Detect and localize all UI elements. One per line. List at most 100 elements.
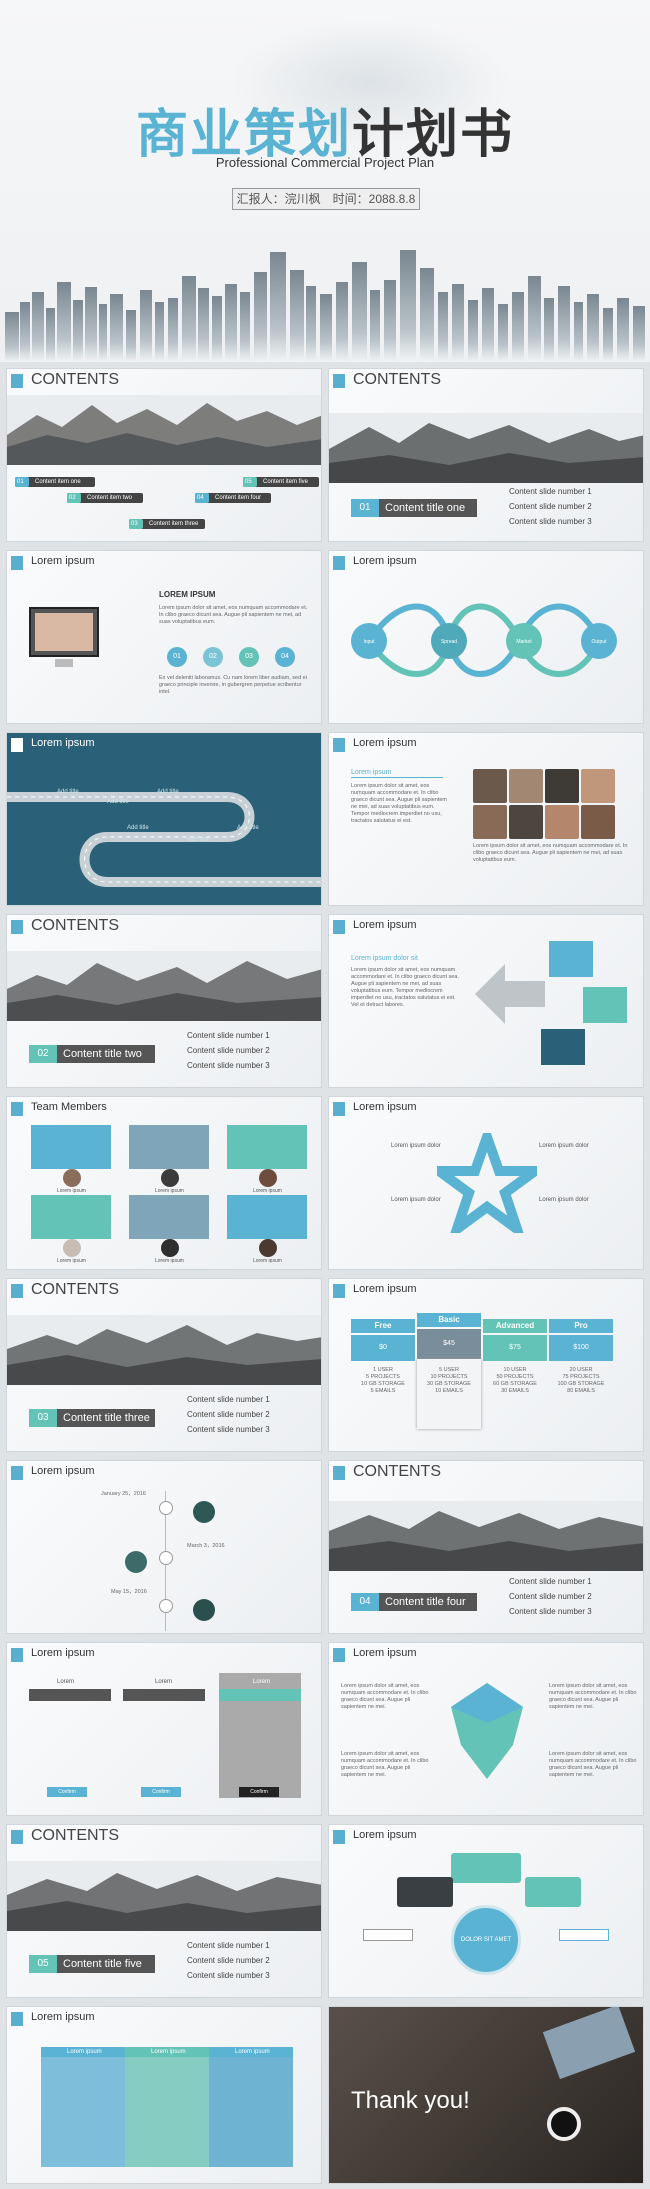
section-number: 02: [29, 1045, 57, 1063]
timeline-date: January 25，2016: [101, 1491, 146, 1497]
title-part-b: 计划书: [352, 105, 515, 165]
slide-photo-grid: Lorem ipsum Lorem ipsum Lorem ipsum dolo…: [328, 732, 644, 906]
arrow-graphic: [475, 964, 545, 1024]
section-title: Content title five: [63, 1958, 142, 1970]
slide-geometric: Lorem ipsum Lorem ipsum dolor sit amet, …: [328, 1642, 644, 1816]
confirm-button[interactable]: Confirm: [239, 1787, 279, 1797]
slide-contents-5: CONTENTS 05 Content title five Content sl…: [6, 1824, 322, 1998]
contents-heading: CONTENTS: [31, 1281, 119, 1298]
mountain-banner: [7, 1315, 321, 1385]
section-number: 04: [351, 1593, 379, 1611]
member-name: Lorem ipsum: [253, 1258, 282, 1264]
slide-heading: Lorem ipsum: [353, 737, 417, 749]
slide-bubble-diagram: Lorem ipsum DOLOR SIT AMET: [328, 1824, 644, 1998]
plan-feature: 5 PROJECTS: [366, 1374, 400, 1380]
section-number: 03: [29, 1409, 57, 1427]
item-label-2: Content item two: [87, 495, 133, 501]
item-num-1: 01: [17, 479, 24, 485]
list-item: Content slide number 2: [187, 1956, 270, 1965]
member-name: Lorem ipsum: [155, 1188, 184, 1194]
timeline-image: [193, 1501, 215, 1523]
slide-subheading: LOREM IPSUM: [159, 590, 216, 599]
item-label-4: Content item four: [215, 495, 262, 501]
list-item: Content slide number 1: [509, 487, 592, 496]
list-item: Content slide number 2: [509, 502, 592, 511]
milestone-title: Add title: [57, 789, 79, 795]
section-number: 01: [351, 499, 379, 517]
confirm-button[interactable]: Confirm: [47, 1787, 87, 1797]
plan-feature: 10 GB STORAGE: [361, 1381, 405, 1387]
mountain-banner: [7, 951, 321, 1021]
plan-name: Pro: [549, 1319, 613, 1333]
slide-heading: Lorem ipsum: [353, 1101, 417, 1113]
cover-slide: 商业策划计划书 Professional Commercial Project …: [0, 0, 650, 362]
slide-subheading: Lorem ipsum: [351, 769, 392, 776]
card-title: Lorem: [155, 1679, 173, 1685]
slide-heading: Lorem ipsum: [31, 2011, 95, 2023]
member-name: Lorem ipsum: [253, 1188, 282, 1194]
confirm-button[interactable]: Confirm: [141, 1787, 181, 1797]
item-num-4: 04: [197, 495, 204, 501]
content-list: Content slide number 1 Content slide num…: [509, 487, 592, 526]
slide-star: Lorem ipsum Lorem ipsum dolor Lorem ipsu…: [328, 1096, 644, 1270]
cover-subtitle: Professional Commercial Project Plan: [215, 155, 435, 170]
content-list: Content slide number 1 Content slide num…: [187, 1941, 270, 1980]
milestone-title: Add title: [187, 837, 209, 843]
item-num-3: 03: [131, 521, 138, 527]
member-name: Lorem ipsum: [57, 1258, 86, 1264]
content-list: Content slide number 1 Content slide num…: [187, 1395, 270, 1434]
slide-heading: Lorem ipsum: [353, 1829, 417, 1841]
slide-heading: Lorem ipsum: [353, 555, 417, 567]
cover-title: 商业策划计划书: [0, 92, 650, 167]
section-title: Content title two: [63, 1048, 142, 1060]
item-label-3: Content item three: [149, 521, 199, 527]
list-item: Content slide number 2: [187, 1410, 270, 1419]
contents-heading: CONTENTS: [31, 1827, 119, 1844]
step-circle: 01: [167, 647, 187, 667]
list-item: Content slide number 2: [509, 1592, 592, 1601]
slide-heading: Lorem ipsum: [353, 1283, 417, 1295]
star-label: Lorem ipsum dolor: [539, 1197, 589, 1203]
slide-three-cards: Lorem ipsum Lorem Lorem Lorem Confirm Co…: [6, 1642, 322, 1816]
title-part-a: 商业策划: [135, 105, 352, 165]
plan-feature: 75 PROJECTS: [562, 1374, 600, 1380]
timeline-date: March 3，2016: [187, 1543, 225, 1549]
star-label: Lorem ipsum dolor: [391, 1197, 441, 1203]
avatar: [161, 1239, 179, 1257]
column-title: Lorem ipsum: [67, 2049, 102, 2055]
slide-thank-you: Thank you!: [328, 2006, 644, 2184]
plan-feature: 10 USER: [503, 1367, 527, 1373]
timeline-node: [159, 1599, 173, 1613]
plan-feature: 5 EMAILS: [370, 1388, 396, 1394]
content-list: Content slide number 1 Content slide num…: [509, 1577, 592, 1616]
lightbulb-graphic: [451, 1683, 523, 1779]
contents-heading: CONTENTS: [31, 917, 119, 934]
milestone-title: Add title: [157, 789, 179, 795]
mountain-banner: [329, 1501, 643, 1571]
slide-three-columns: Lorem ipsum Lorem ipsum Lorem ipsum Lore…: [6, 2006, 322, 2184]
city-skyline: [5, 250, 645, 362]
flow-node-label: Market: [516, 639, 532, 645]
contents-heading: CONTENTS: [31, 371, 119, 388]
flow-node-label: Spread: [441, 639, 457, 645]
item-label-5: Content item five: [263, 479, 309, 485]
slide-team: Team Members Lorem ipsum Lorem ipsum Lor…: [6, 1096, 322, 1270]
monitor-image: [29, 607, 99, 657]
plan-name: Free: [351, 1319, 415, 1333]
plan-feature: 80 EMAILS: [567, 1388, 595, 1394]
column-title: Lorem ipsum: [151, 2049, 186, 2055]
card-title: Lorem: [253, 1679, 271, 1685]
timeline-image: [125, 1551, 147, 1573]
step-circle: 02: [203, 647, 223, 667]
section-number: 05: [29, 1955, 57, 1973]
item-label-1: Content item one: [35, 479, 81, 485]
section-title: Content title one: [385, 502, 466, 514]
avatar: [63, 1239, 81, 1257]
milestone-title: Add title: [107, 799, 129, 805]
list-item: Content slide number 1: [187, 1395, 270, 1404]
plan-feature: 50 PROJECTS: [496, 1374, 534, 1380]
timeline-image: [193, 1599, 215, 1621]
thank-you-text: Thank you!: [351, 2087, 470, 2114]
slide-monitor: Lorem ipsum LOREM IPSUM Lorem ipsum dolo…: [6, 550, 322, 724]
